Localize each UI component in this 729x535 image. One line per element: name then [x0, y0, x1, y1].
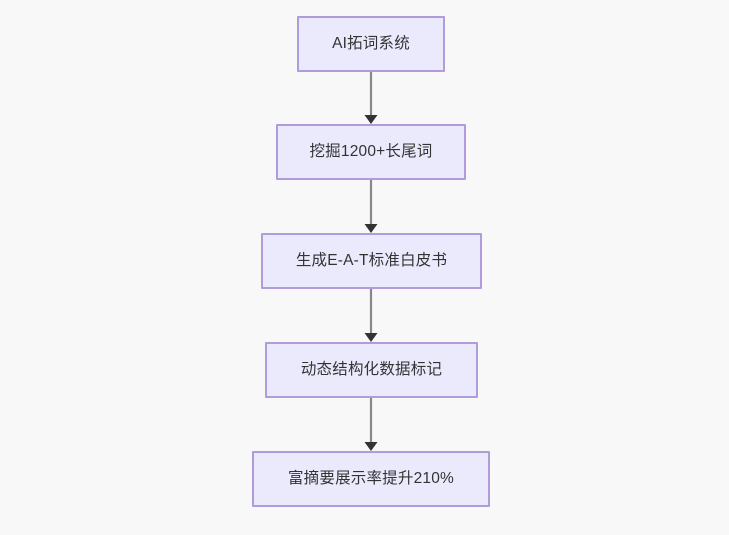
edge-node-2-to-node-3 [357, 180, 385, 233]
flowchart-node-label: 挖掘1200+长尾词 [309, 142, 433, 160]
flowchart-node-rich-snippet-impression-uplift[interactable]: 富摘要展示率提升210% [252, 451, 490, 507]
edge-arrow-icon [364, 289, 378, 342]
flowchart-node-label: 生成E-A-T标准白皮书 [295, 251, 448, 269]
edge-node-4-to-node-5 [357, 398, 385, 451]
edge-arrow-icon [364, 72, 378, 124]
flowchart-node-generate-eat-whitepaper[interactable]: 生成E-A-T标准白皮书 [261, 233, 482, 289]
flowchart-node-mine-longtail-keywords[interactable]: 挖掘1200+长尾词 [276, 124, 466, 180]
flowchart-node-label: 动态结构化数据标记 [300, 360, 443, 378]
edge-node-1-to-node-2 [357, 72, 385, 124]
flowchart-node-label: 富摘要展示率提升210% [287, 469, 455, 487]
flowchart-node-ai-keyword-system[interactable]: AI拓词系统 [297, 16, 445, 72]
edge-arrow-icon [364, 180, 378, 233]
flowchart-node-label: AI拓词系统 [332, 34, 410, 52]
edge-node-3-to-node-4 [357, 289, 385, 342]
edge-arrow-icon [364, 398, 378, 451]
flowchart-node-dynamic-structured-data-markup[interactable]: 动态结构化数据标记 [265, 342, 478, 398]
